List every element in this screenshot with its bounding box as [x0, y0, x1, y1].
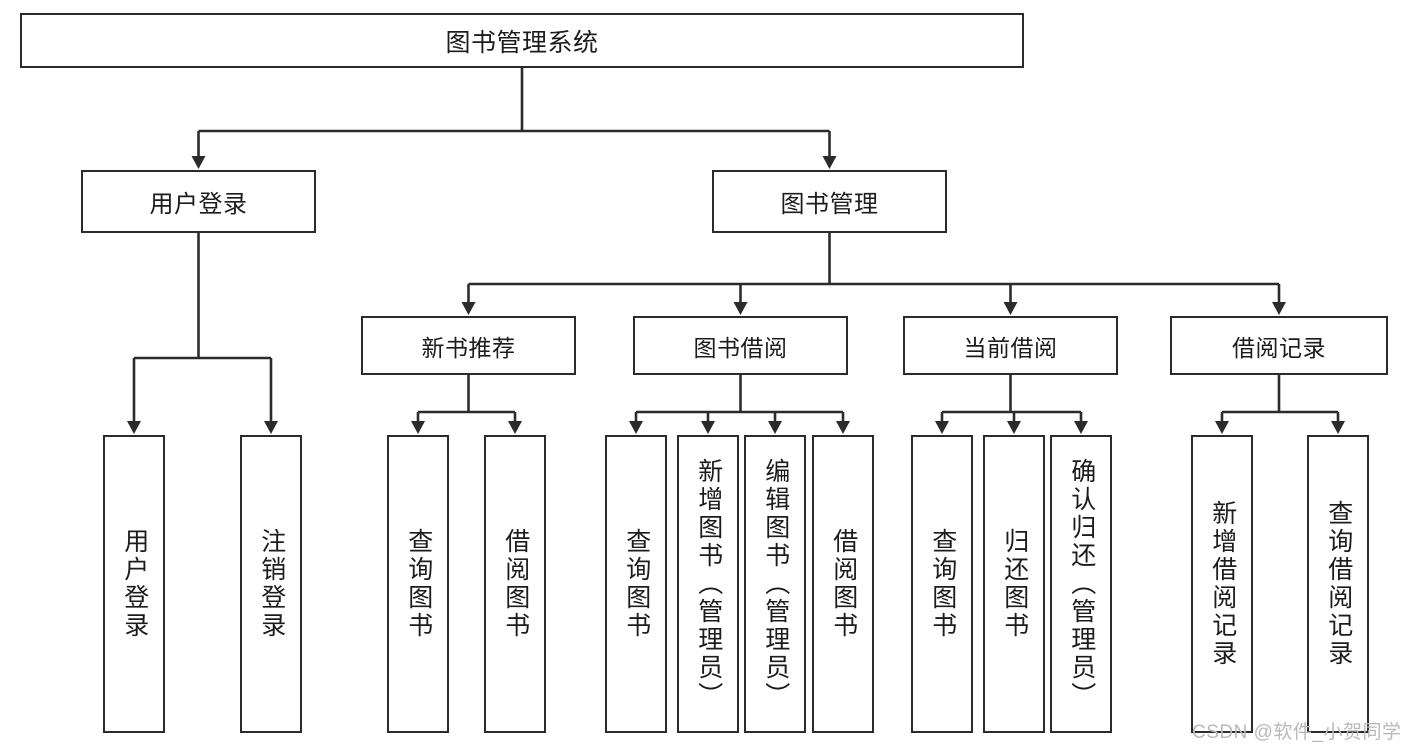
node-book-borrow[interactable]: 图书借阅 — [633, 316, 848, 375]
node-leaf-borrow-book-2[interactable]: 借阅图书 — [812, 435, 874, 733]
node-user-login[interactable]: 用户登录 — [81, 170, 316, 233]
node-leaf-return-book-label: 归还图书 — [1000, 528, 1029, 640]
node-leaf-query-record[interactable]: 查询借阅记录 — [1307, 435, 1369, 733]
node-leaf-logout[interactable]: 注销登录 — [240, 435, 302, 733]
node-leaf-user-login-label: 用户登录 — [120, 528, 149, 640]
node-leaf-borrow-book-2-label: 借阅图书 — [829, 528, 858, 640]
edge-group — [127, 68, 1345, 434]
node-leaf-add-record-label: 新增借阅记录 — [1208, 500, 1237, 668]
node-user-login-label: 用户登录 — [149, 191, 248, 218]
node-leaf-query-book-3-label: 查询图书 — [928, 528, 957, 640]
node-leaf-query-book-2-label: 查询图书 — [622, 528, 651, 640]
node-book-manage[interactable]: 图书管理 — [712, 170, 947, 233]
node-current-borrow-label: 当前借阅 — [963, 334, 1058, 361]
node-current-borrow[interactable]: 当前借阅 — [903, 316, 1118, 375]
node-root[interactable]: 图书管理系统 — [20, 13, 1024, 68]
node-book-manage-label: 图书管理 — [780, 191, 879, 218]
node-leaf-logout-label: 注销登录 — [257, 528, 286, 640]
node-borrow-record-label: 借阅记录 — [1232, 334, 1326, 361]
node-leaf-add-record[interactable]: 新增借阅记录 — [1191, 435, 1253, 733]
node-leaf-edit-book-label: 编辑图书（管理员） — [761, 458, 790, 710]
node-leaf-query-book-2[interactable]: 查询图书 — [605, 435, 667, 733]
node-leaf-edit-book[interactable]: 编辑图书（管理员） — [744, 435, 806, 733]
node-new-book-recommend[interactable]: 新书推荐 — [361, 316, 576, 375]
node-book-borrow-label: 图书借阅 — [693, 334, 788, 361]
node-root-label: 图书管理系统 — [445, 28, 599, 57]
node-leaf-query-book-3[interactable]: 查询图书 — [911, 435, 973, 733]
node-leaf-confirm-return-label: 确认归还（管理员） — [1067, 458, 1096, 710]
node-leaf-query-book-1-label: 查询图书 — [404, 528, 433, 640]
node-leaf-user-login[interactable]: 用户登录 — [103, 435, 165, 733]
node-leaf-query-record-label: 查询借阅记录 — [1324, 500, 1353, 668]
node-leaf-query-book-1[interactable]: 查询图书 — [387, 435, 449, 733]
node-leaf-borrow-book-1[interactable]: 借阅图书 — [484, 435, 546, 733]
node-leaf-return-book[interactable]: 归还图书 — [983, 435, 1045, 733]
csdn-watermark: CSDN @软件_小贺同学 — [1192, 722, 1402, 743]
node-leaf-confirm-return[interactable]: 确认归还（管理员） — [1050, 435, 1112, 733]
node-new-book-recommend-label: 新书推荐 — [421, 334, 516, 361]
node-leaf-add-book-label: 新增图书（管理员） — [694, 458, 723, 710]
node-leaf-add-book[interactable]: 新增图书（管理员） — [677, 435, 739, 733]
node-leaf-borrow-book-1-label: 借阅图书 — [501, 528, 530, 640]
node-borrow-record[interactable]: 借阅记录 — [1170, 316, 1388, 375]
